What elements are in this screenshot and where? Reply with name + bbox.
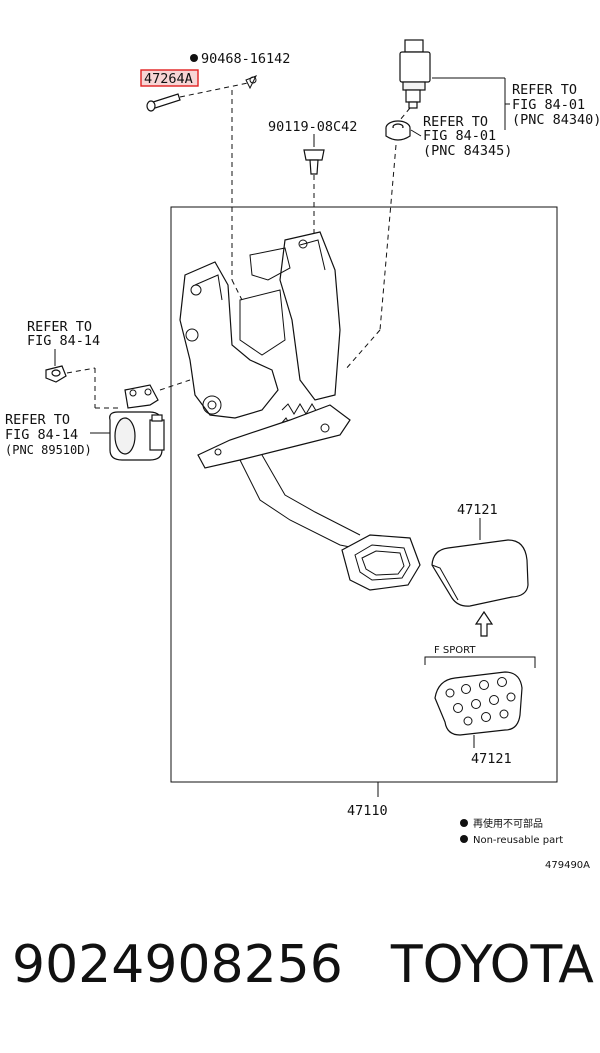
stroke-sensor-part <box>109 384 165 461</box>
refer-8414-line1[interactable]: REFER TO <box>27 319 92 335</box>
stop-lamp-switch <box>399 39 431 109</box>
refer-84340-line2[interactable]: FIG 84-01 <box>512 97 585 113</box>
pin-part <box>146 93 181 112</box>
refer-89510-line3[interactable]: (PNC 89510D) <box>5 443 92 457</box>
refer-84345-line3[interactable]: (PNC 84345) <box>423 143 512 159</box>
footer-caption: 9024908256 TOYOTA <box>12 935 594 1005</box>
part-label-90119-08c42[interactable]: 90119-08C42 <box>268 119 357 135</box>
f-sport-label[interactable]: F SPORT <box>434 645 476 656</box>
part-label-90468-16142[interactable]: 90468-16142 <box>201 51 290 67</box>
refer-89510-line1[interactable]: REFER TO <box>5 412 70 428</box>
bolt-part <box>303 149 325 175</box>
refer-89510-line2[interactable]: FIG 84-14 <box>5 427 78 443</box>
footer-part-number: 9024908256 <box>12 935 343 995</box>
cushion-part <box>385 120 411 141</box>
refer-84340-line1[interactable]: REFER TO <box>512 82 577 98</box>
footer-brand: TOYOTA <box>390 935 594 995</box>
pedal-lever <box>239 454 421 591</box>
pedal-bracket <box>179 231 351 469</box>
refer-84345-line2[interactable]: FIG 84-01 <box>423 128 496 144</box>
part-label-47264a[interactable]: 47264A <box>144 71 193 87</box>
highlighted-part-box[interactable] <box>140 69 199 87</box>
refer-8414-line2[interactable]: FIG 84-14 <box>27 333 100 349</box>
non-reusable-dot <box>190 54 198 62</box>
part-label-47110[interactable]: 47110 <box>347 803 388 819</box>
clip-part <box>245 75 258 90</box>
pedal-pad-standard <box>431 539 529 607</box>
nut-part <box>45 365 67 383</box>
diagram-code: 479490A <box>545 860 590 871</box>
assembly-frame <box>170 206 558 783</box>
pedal-pad-f-sport <box>434 671 523 736</box>
up-arrow-icon <box>474 610 494 637</box>
legend-en-text: Non-reusable part <box>473 835 563 846</box>
part-label-47121-standard[interactable]: 47121 <box>457 502 498 518</box>
refer-84340-line3[interactable]: (PNC 84340) <box>512 112 600 128</box>
legend-cn-text: 再使用不可部品 <box>473 817 543 830</box>
refer-84345-line1[interactable]: REFER TO <box>423 114 488 130</box>
part-label-47121-f-sport[interactable]: 47121 <box>471 751 512 767</box>
legend-dot-cn <box>460 819 468 827</box>
legend-dot-en <box>460 835 468 843</box>
